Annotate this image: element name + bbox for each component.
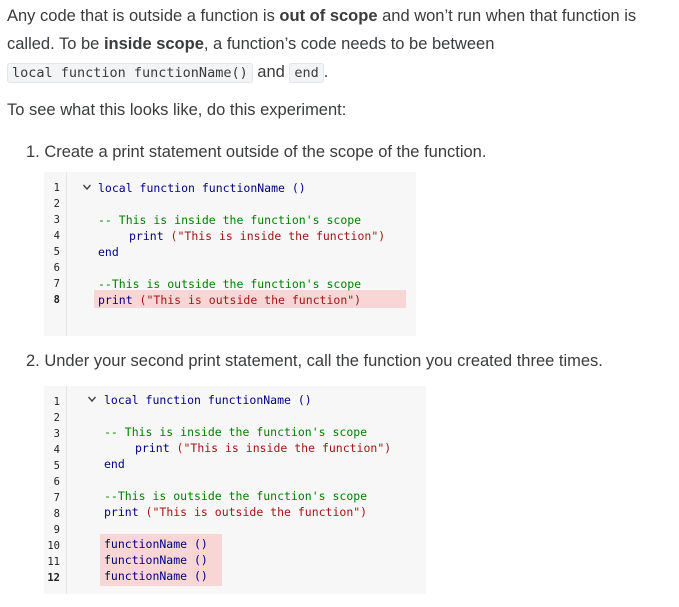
line-number: 6 [53,476,60,488]
function-call: functionName () [104,553,208,567]
line-number: 2 [53,412,60,424]
chevron-down-icon[interactable] [87,394,97,404]
line-number: 2 [53,198,60,210]
line-number-gutter: 1 2 3 4 5 6 7 8 [44,172,67,336]
inline-code-end: end [289,63,324,83]
line-number: 5 [53,246,60,258]
experiment-heading: To see what this looks like, do this exp… [7,101,347,119]
string-inside: ("This is inside the function") [169,441,392,455]
highlight-lines-10-12 [100,534,222,586]
intro-text-4: and [252,63,290,81]
code-line-8: print ("This is outside the function") [98,292,361,308]
line-number-gutter: 1 2 3 4 5 6 7 8 9 10 11 12 [44,386,67,594]
step-1-instruction: 1. Create a print statement outside of t… [26,143,487,161]
step-2-instruction: 2. Under your second print statement, ca… [26,352,603,370]
line-number: 4 [53,444,60,456]
print-call: print [135,441,170,455]
line-number: 9 [53,524,60,536]
comment-inside-scope: -- This is inside the function's scope [104,425,368,439]
print-call: print [129,229,164,243]
keyword-end: end [104,457,125,471]
string-inside: ("This is inside the function") [163,229,386,243]
intro-text-1: Any code that is outside a function is [7,7,280,25]
comment-outside-scope: --This is outside the function's scope [104,489,368,503]
code-line-12: functionName () [104,568,208,584]
line-number: 7 [53,278,60,290]
code-block-1[interactable]: 1 2 3 4 5 6 7 8 local function functionN… [44,172,416,336]
keyword-end: end [98,245,119,259]
line-number: 11 [47,556,60,568]
code-line-8: print ("This is outside the function") [104,504,367,520]
line-number: 3 [53,214,60,226]
intro-text-2: and won’t run when that function is call… [7,7,637,53]
print-call: print [104,505,139,519]
function-name: functionName () [200,393,312,407]
intro-paragraph: Any code that is outside a function is o… [7,2,677,87]
keyword-local-function: local function [104,393,201,407]
code-line-7: --This is outside the function's scope [98,276,361,292]
code-line-3: -- This is inside the function's scope [104,424,367,440]
function-call: functionName () [104,569,208,583]
function-call: functionName () [104,537,208,551]
code-line-1: local function functionName () [98,180,306,196]
comment-outside-scope: --This is outside the function's scope [98,277,362,291]
line-number: 5 [53,460,60,472]
line-number: 1 [53,182,60,194]
out-of-scope-term: out of scope [279,7,378,25]
line-number: 7 [53,492,60,504]
line-number: 4 [53,230,60,242]
highlight-line-8 [94,290,406,308]
code-line-4: print ("This is inside the function") [129,228,385,244]
intro-text-5: . [323,63,329,81]
line-number-active: 12 [47,572,60,584]
intro-text-3: , a function’s code needs to be between [203,35,495,53]
inline-code-function-declaration: local function functionName() [7,63,253,83]
line-number: 1 [53,396,60,408]
string-outside: ("This is outside the function") [138,505,368,519]
code-line-3: -- This is inside the function's scope [98,212,361,228]
function-name: functionName () [194,181,306,195]
code-block-2[interactable]: 1 2 3 4 5 6 7 8 9 10 11 12 local functio… [44,386,426,594]
code-line-11: functionName () [104,552,208,568]
keyword-local-function: local function [98,181,195,195]
line-number: 8 [53,508,60,520]
line-number: 10 [47,540,60,552]
print-call: print [98,293,133,307]
line-number: 3 [53,428,60,440]
inside-scope-term: inside scope [103,35,204,53]
chevron-down-icon[interactable] [82,182,92,192]
string-outside: ("This is outside the function") [132,293,362,307]
code-line-10: functionName () [104,536,208,552]
code-line-7: --This is outside the function's scope [104,488,367,504]
comment-inside-scope: -- This is inside the function's scope [98,213,362,227]
code-line-4: print ("This is inside the function") [135,440,391,456]
code-line-5: end [104,456,125,472]
code-line-1: local function functionName () [104,392,312,408]
code-line-5: end [98,244,119,260]
line-number-active: 8 [53,294,60,306]
line-number: 6 [53,262,60,274]
